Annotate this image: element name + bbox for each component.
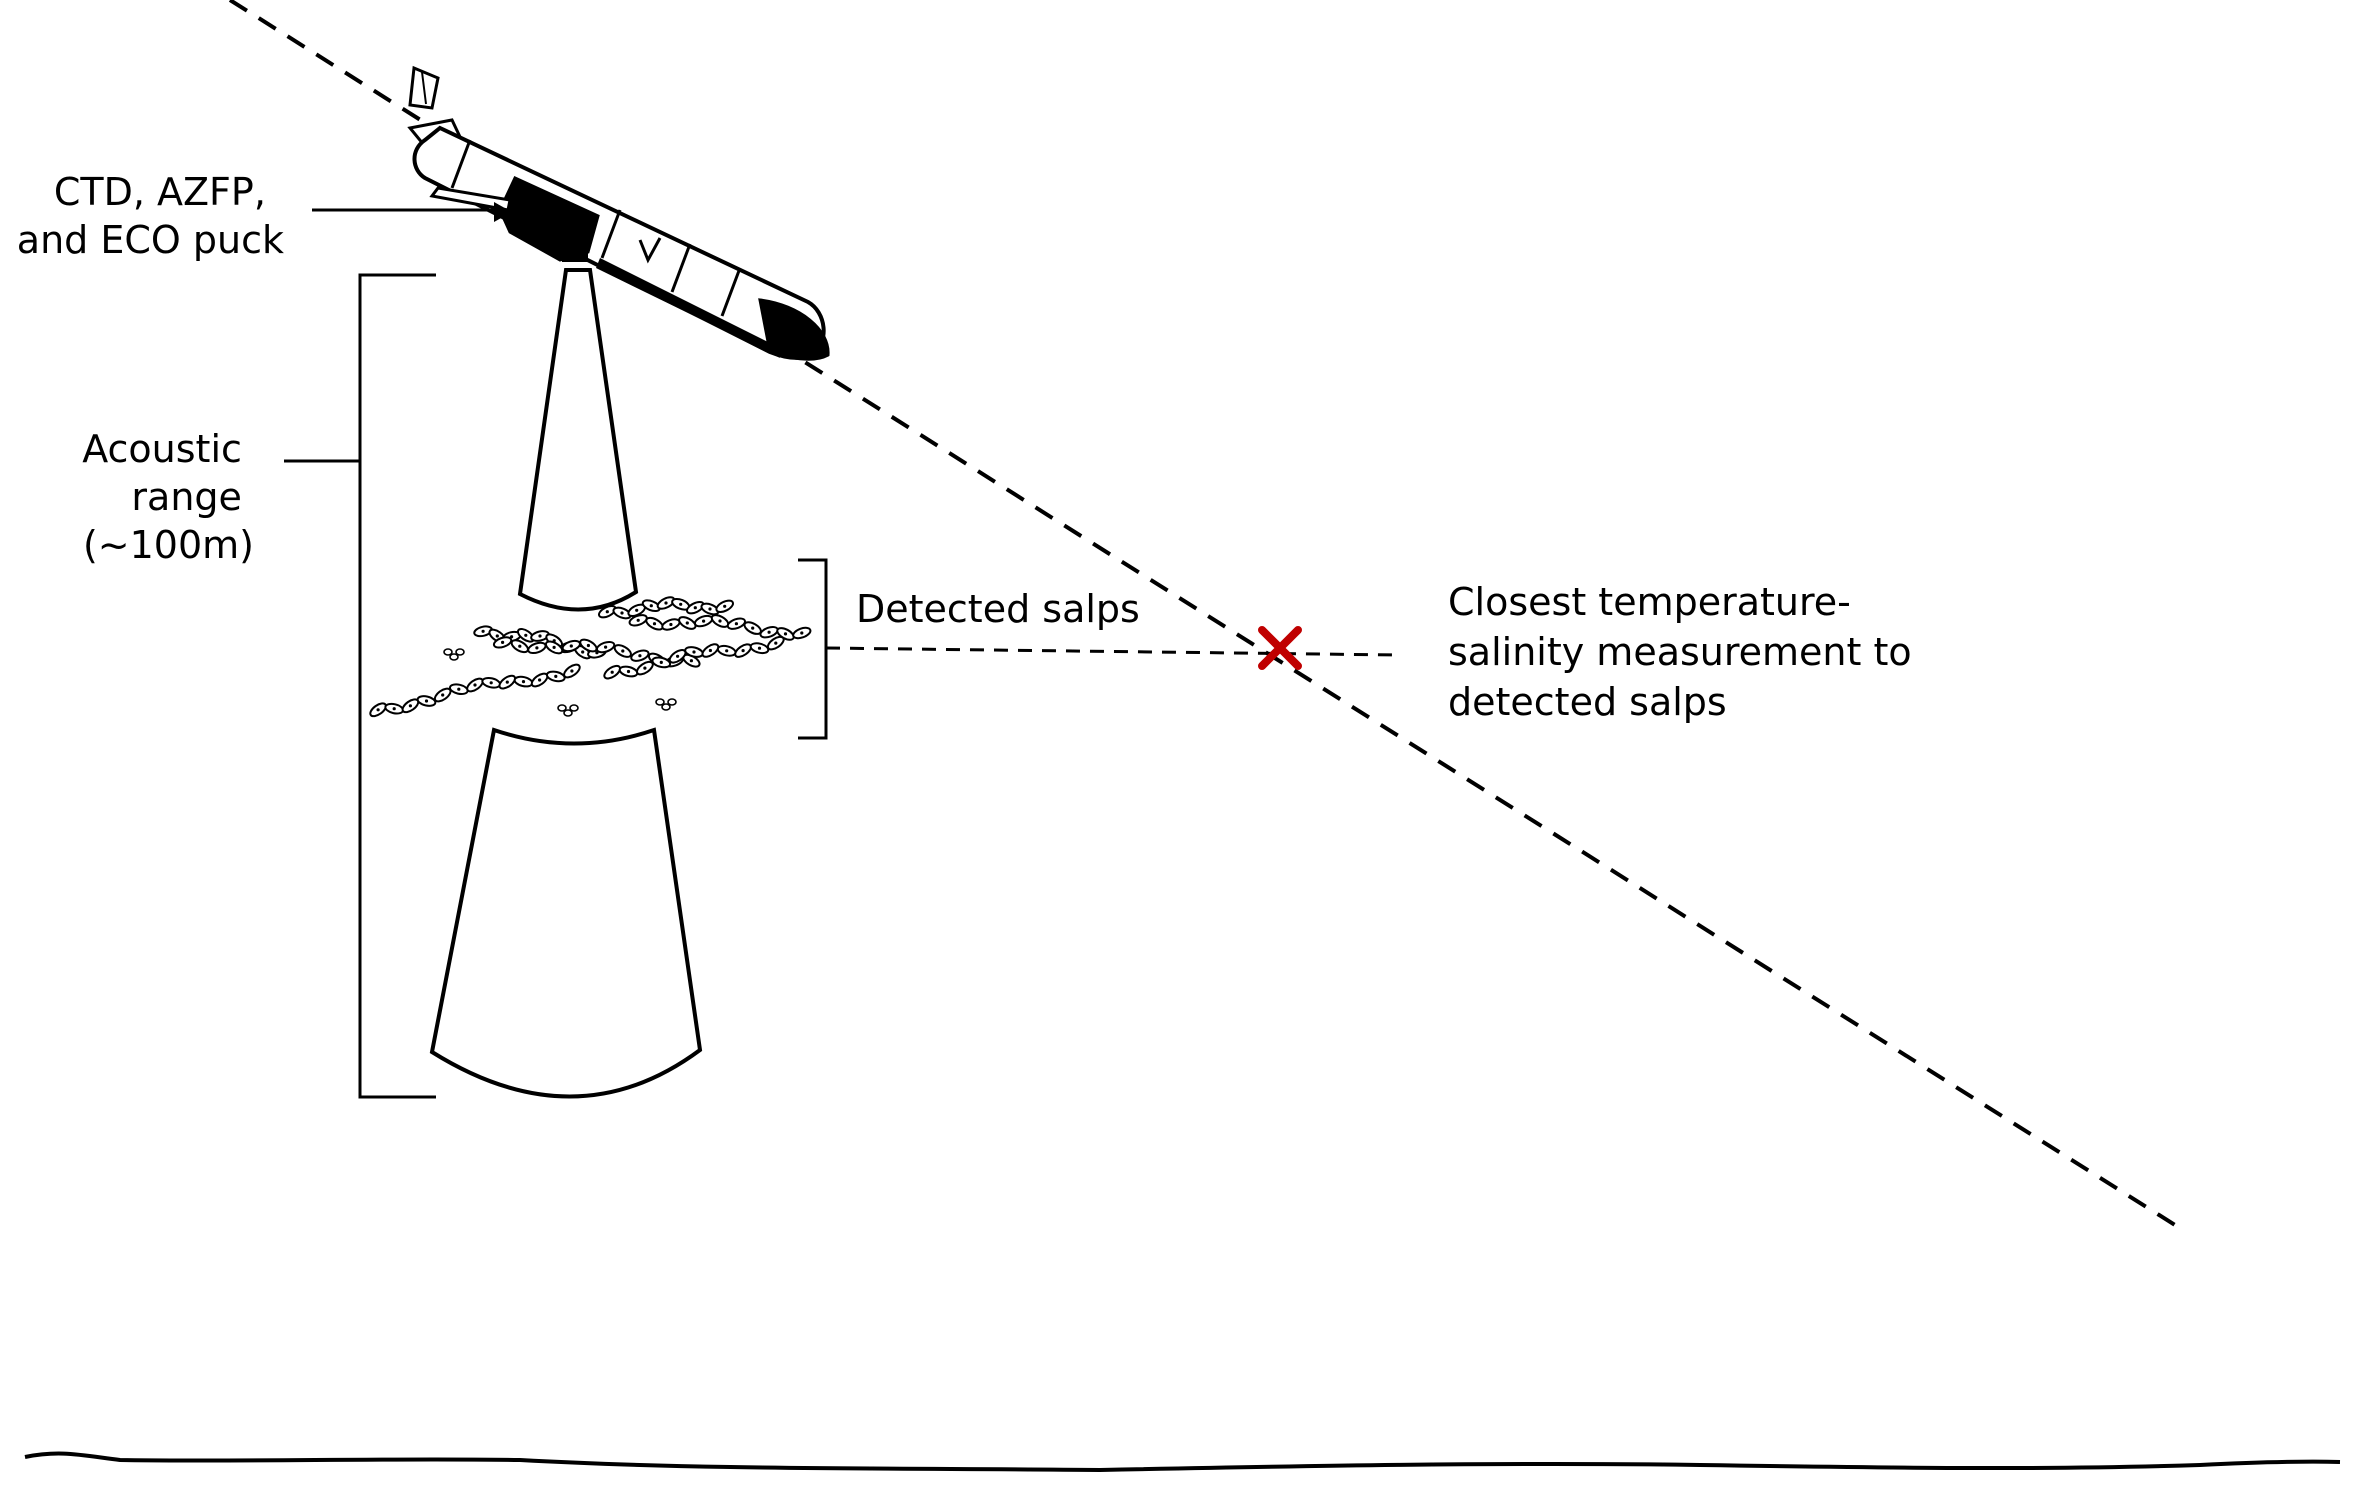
salp-core: [604, 645, 608, 649]
salp-core: [734, 622, 739, 626]
salp-core: [610, 670, 614, 674]
salp-core: [643, 666, 647, 670]
salp-core: [441, 693, 445, 697]
salp-core: [741, 649, 745, 653]
sensor-label: CTD, AZFP, and ECO puck: [17, 170, 284, 262]
salp-core: [718, 619, 722, 623]
salp-core: [702, 619, 706, 623]
salp-core: [605, 610, 609, 614]
salp-core: [552, 645, 556, 650]
salp-core: [495, 634, 499, 638]
salp-core: [586, 643, 591, 648]
solitary-salp-icon: [557, 704, 567, 712]
salp-core: [669, 622, 673, 627]
detected-salps-label: Detected salps: [856, 587, 1140, 631]
salp-core: [636, 618, 640, 622]
salp-core: [554, 674, 558, 679]
acoustic-range-bracket: [358, 273, 436, 1099]
closest-measurement-line: [825, 646, 1401, 657]
salp-core: [376, 708, 380, 712]
salp-core: [626, 669, 631, 674]
salp-core: [767, 630, 771, 634]
acoustic-beam-lower: [429, 727, 703, 1099]
salp-core: [620, 611, 624, 615]
salp-core: [457, 687, 461, 691]
salp-core: [473, 683, 477, 687]
salp-core: [392, 707, 396, 711]
salp-core: [757, 646, 762, 650]
glider-icon: [407, 65, 830, 361]
salp-core: [676, 654, 680, 658]
salp-core: [652, 622, 657, 626]
salp-core: [664, 601, 668, 605]
acoustic-range-label: Acoustic range (~100m): [82, 427, 254, 567]
salp-core: [489, 681, 493, 685]
closest-measurement-label: Closest temperature- salinity measuremen…: [1448, 580, 1924, 724]
salp-core: [538, 678, 542, 682]
salp-core: [581, 650, 585, 654]
salp-core: [751, 626, 755, 630]
salp-core: [505, 680, 509, 684]
solitary-salp-icon: [655, 698, 665, 706]
solitary-salp-icon: [449, 653, 459, 661]
salp-core: [693, 606, 697, 610]
solitary-salp-icon: [661, 703, 671, 711]
solitary-salp-icon: [667, 698, 677, 706]
salp-core: [774, 641, 778, 645]
solitary-salp-icon: [455, 648, 465, 656]
salp-swarm: [369, 596, 812, 718]
salp-core: [570, 669, 574, 673]
solitary-salp-icon: [443, 648, 453, 656]
salp-core: [638, 654, 642, 658]
salp-core: [649, 604, 653, 608]
detected-salps-bracket: [798, 558, 828, 740]
salp-core: [569, 644, 573, 648]
salp-core: [424, 699, 429, 703]
salp-core: [800, 631, 804, 635]
x-mark-icon: [1258, 626, 1302, 670]
salp-core: [689, 659, 694, 663]
salp-core: [535, 646, 539, 650]
salp-core: [692, 650, 696, 654]
salp-core: [783, 632, 788, 636]
salp-core: [679, 602, 683, 606]
salp-core: [408, 704, 412, 708]
salp-core: [621, 649, 625, 653]
salp-core: [725, 649, 729, 653]
seafloor-line: [24, 1451, 2341, 1473]
salp-core: [481, 629, 485, 633]
sensor-pointer-arrowhead: [494, 202, 512, 222]
salp-core: [635, 608, 639, 612]
solitary-salp-icon: [569, 704, 579, 712]
salp-core: [659, 660, 663, 665]
salp-core: [521, 680, 526, 684]
salp-core: [723, 604, 727, 608]
acoustic-beam-upper: [517, 268, 639, 612]
salp-core: [501, 640, 505, 645]
salp-core: [524, 633, 528, 637]
salp-core: [708, 648, 713, 653]
solitary-salp-icon: [563, 709, 573, 717]
salp-core: [685, 621, 689, 625]
salp-core: [708, 607, 712, 611]
salp-core: [538, 634, 542, 638]
salp-core: [518, 644, 522, 648]
